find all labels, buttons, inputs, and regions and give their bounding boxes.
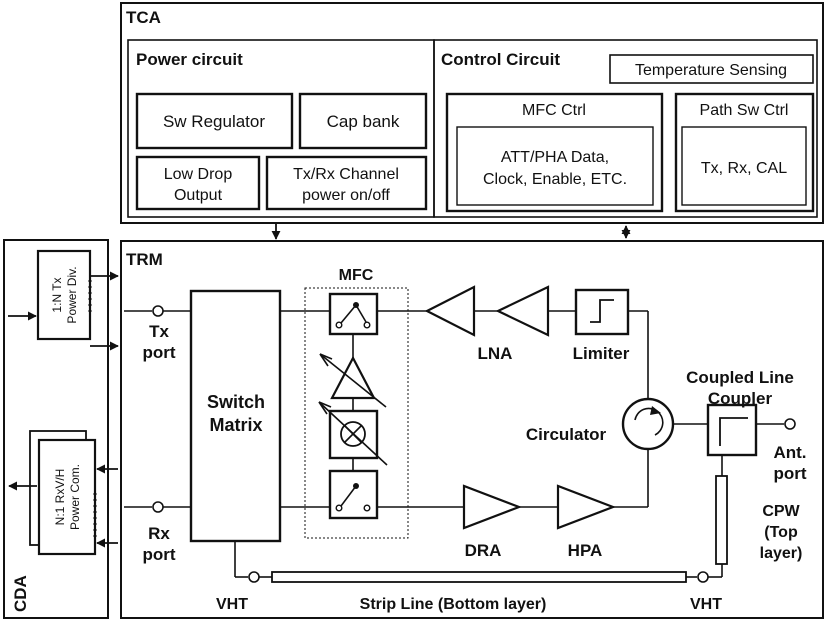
- lna-amp-2-icon: [495, 285, 550, 337]
- rx-com-label-1: N:1 RxV/H: [53, 469, 67, 526]
- mfc-ctrl-title: MFC Ctrl: [522, 102, 586, 119]
- sw-regulator-box: [135, 92, 294, 150]
- circulator-icon: [621, 397, 675, 451]
- txrx-power-label-1: Tx/Rx Channel: [293, 166, 399, 183]
- ant-port-label-1: Ant.: [773, 443, 806, 462]
- mfc-ctrl-body-1: ATT/PHA Data,: [501, 149, 609, 166]
- coupler-label-2: Coupler: [708, 389, 773, 408]
- limiter-icon: [574, 288, 630, 336]
- trm-title: TRM: [126, 250, 163, 269]
- ant-port-node: [784, 418, 796, 430]
- mfc-region: [304, 287, 409, 539]
- rx-port-node: [152, 501, 164, 513]
- circulator-label: Circulator: [526, 425, 607, 444]
- path-sw-ctrl-box: [674, 92, 815, 213]
- switch-matrix-label-2: Matrix: [209, 415, 262, 435]
- mfc-top-switch-icon: [328, 292, 379, 336]
- control-circuit-title: Control Circuit: [441, 50, 560, 69]
- switch-matrix-label-1: Switch: [207, 392, 265, 412]
- ant-port-label-2: port: [773, 464, 806, 483]
- tx-div-label-2: Power Div.: [65, 266, 79, 323]
- cpw-line: [715, 475, 728, 565]
- tx-port-node: [152, 305, 164, 317]
- trm-block: [120, 240, 824, 619]
- mfc-ctrl-body-2: Clock, Enable, ETC.: [483, 171, 627, 188]
- cpw-label-3: layer): [760, 545, 803, 562]
- lna-label: LNA: [478, 344, 513, 363]
- vht-left-node: [248, 571, 260, 583]
- dra-label: DRA: [465, 541, 502, 560]
- cap-bank-box: [298, 92, 428, 150]
- temp-sensing-label: Temperature Sensing: [635, 62, 787, 79]
- lna-amp-1-icon: [424, 285, 476, 337]
- temp-sensing-box: [609, 54, 814, 84]
- strip-line: [271, 571, 687, 583]
- cap-bank-label: Cap bank: [327, 112, 400, 131]
- power-circuit-title: Power circuit: [136, 50, 243, 69]
- hpa-label: HPA: [568, 541, 603, 560]
- hpa-amp-icon: [556, 484, 617, 530]
- tca-block: [120, 2, 824, 224]
- rx-port-label-2: port: [142, 545, 175, 564]
- cpw-label-2: (Top: [764, 524, 798, 541]
- mfc-label: MFC: [339, 267, 374, 284]
- vht-left-label: VHT: [216, 596, 248, 613]
- rx-power-com-box: [37, 438, 97, 556]
- coupler-label-1: Coupled Line: [686, 368, 794, 387]
- tca-title: TCA: [126, 8, 161, 27]
- sw-regulator-label: Sw Regulator: [163, 112, 265, 131]
- path-sw-ctrl-title: Path Sw Ctrl: [700, 102, 789, 119]
- path-sw-ctrl-body: Tx, Rx, CAL: [701, 160, 787, 177]
- tx-power-div-box: [36, 249, 92, 341]
- cpw-label-1: CPW: [762, 503, 800, 520]
- ldo-label-2: Output: [174, 187, 223, 204]
- tx-port-label-2: port: [142, 343, 175, 362]
- vht-right-node: [697, 571, 709, 583]
- ldo-box: [135, 155, 261, 211]
- coupler-icon: [706, 403, 758, 457]
- mfc-ctrl-box: [445, 92, 664, 213]
- tx-div-label-1: 1:N Tx: [50, 277, 64, 312]
- mfc-ctrl-inner: [456, 126, 654, 206]
- rx-com-label-2: Power Com.: [68, 464, 82, 530]
- txrx-power-box: [265, 155, 428, 211]
- cda-title: CDA: [11, 575, 30, 612]
- path-sw-inner: [681, 126, 807, 206]
- strip-line-label: Strip Line (Bottom layer): [360, 596, 547, 613]
- dra-amp-icon: [462, 484, 523, 530]
- limiter-label: Limiter: [573, 344, 630, 363]
- cda-block: [3, 239, 119, 619]
- rx-port-label-1: Rx: [148, 524, 170, 543]
- ldo-label-1: Low Drop: [164, 166, 233, 183]
- mfc-bottom-switch-icon: [328, 469, 379, 520]
- tx-port-label-1: Tx: [149, 322, 169, 341]
- txrx-power-label-2: power on/off: [302, 187, 390, 204]
- vht-right-label: VHT: [690, 596, 722, 613]
